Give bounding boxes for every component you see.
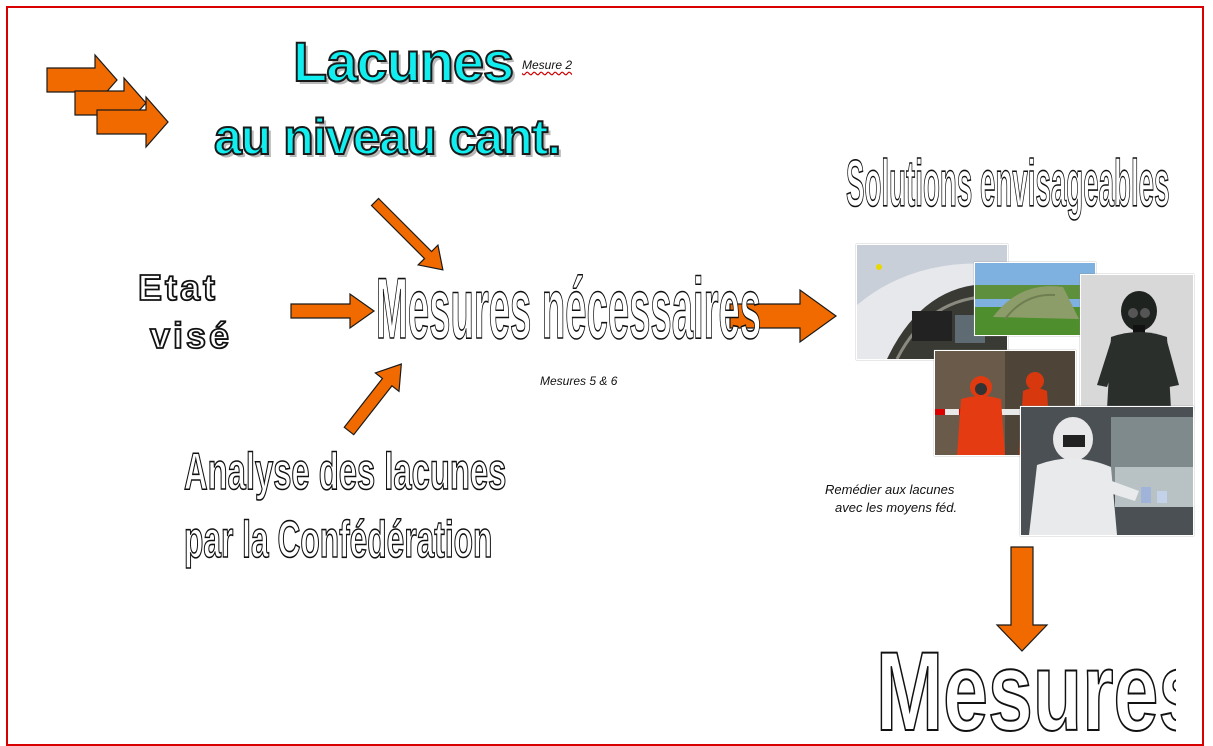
arrow-analyse-to-mesures xyxy=(343,363,403,436)
mesures56-ref: Mesures 5 & 6 xyxy=(540,374,618,388)
analysis-line2-wrap: par la Confédération xyxy=(184,511,544,570)
analysis-line1-wrap: Analyse des lacunes xyxy=(183,443,544,502)
arrow-solutions-to-final xyxy=(995,546,1049,652)
arrow-lacunes-to-mesures xyxy=(370,197,444,271)
arrow-mesures-to-solutions xyxy=(729,288,838,344)
green-tent-photo xyxy=(974,262,1096,336)
arrow-etat-to-mesures xyxy=(290,292,376,330)
state-line2: visé xyxy=(149,315,233,356)
analysis-line1: Analyse des lacunes xyxy=(183,443,507,501)
protective-suit-photo xyxy=(1080,274,1194,410)
title-line1: Lacunes xyxy=(292,30,515,93)
final-label: Mesures xyxy=(876,636,1176,738)
lab-technician-photo xyxy=(1020,406,1194,536)
remedy-line1: Remédier aux lacunes xyxy=(825,482,955,497)
solutions-title: Solutions envisageables xyxy=(846,146,1170,220)
protective-suit-image xyxy=(1081,275,1193,409)
green-tent-image xyxy=(975,263,1095,335)
solutions-title-wrap: Solutions envisageables xyxy=(846,146,1186,230)
stacked-arrow-3 xyxy=(96,95,169,149)
mesure2-ref: Mesure 2 xyxy=(522,58,573,72)
state-line1: Etat xyxy=(137,267,219,308)
lab-technician-image xyxy=(1021,407,1193,535)
final-label-wrap: Mesures xyxy=(876,636,1176,738)
title-line2: au niveau cant. xyxy=(213,109,562,165)
center-label: Mesures nécessaires xyxy=(376,261,762,357)
analysis-line2: par la Confédération xyxy=(184,511,493,569)
remedy-line2: avec les moyens féd. xyxy=(835,500,958,515)
center-label-wrap: Mesures nécessaires xyxy=(376,265,762,376)
